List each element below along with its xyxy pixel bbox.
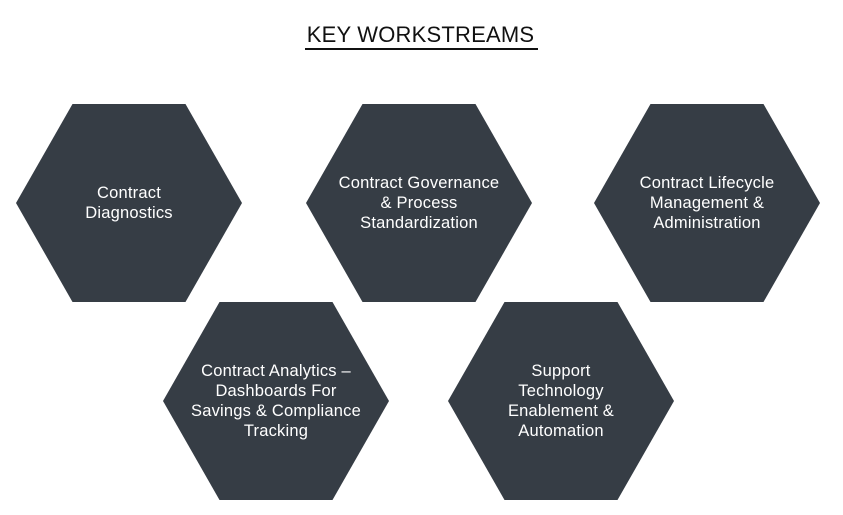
workstream-label: Contract Governance & Process Standardiz…: [338, 174, 500, 232]
workstream-hexagon-support-technology: Support Technology Enablement & Automati…: [448, 302, 674, 500]
workstream-hexagon-contract-diagnostics: Contract Diagnostics: [16, 104, 242, 302]
workstream-hexagon-contract-governance: Contract Governance & Process Standardiz…: [306, 104, 532, 302]
workstream-label: Contract Lifecycle Management & Administ…: [639, 174, 775, 232]
workstream-label: Support Technology Enablement & Automati…: [507, 362, 615, 440]
page-title-text: KEY WORKSTREAMS: [304, 22, 539, 50]
workstream-label: Contract Analytics – Dashboards For Savi…: [191, 362, 361, 440]
workstream-label: Contract Diagnostics: [85, 184, 173, 222]
workstream-hexagon-contract-analytics: Contract Analytics – Dashboards For Savi…: [163, 302, 389, 500]
page-title: KEY WORKSTREAMS: [0, 22, 843, 50]
workstream-hexagon-contract-lifecycle: Contract Lifecycle Management & Administ…: [594, 104, 820, 302]
